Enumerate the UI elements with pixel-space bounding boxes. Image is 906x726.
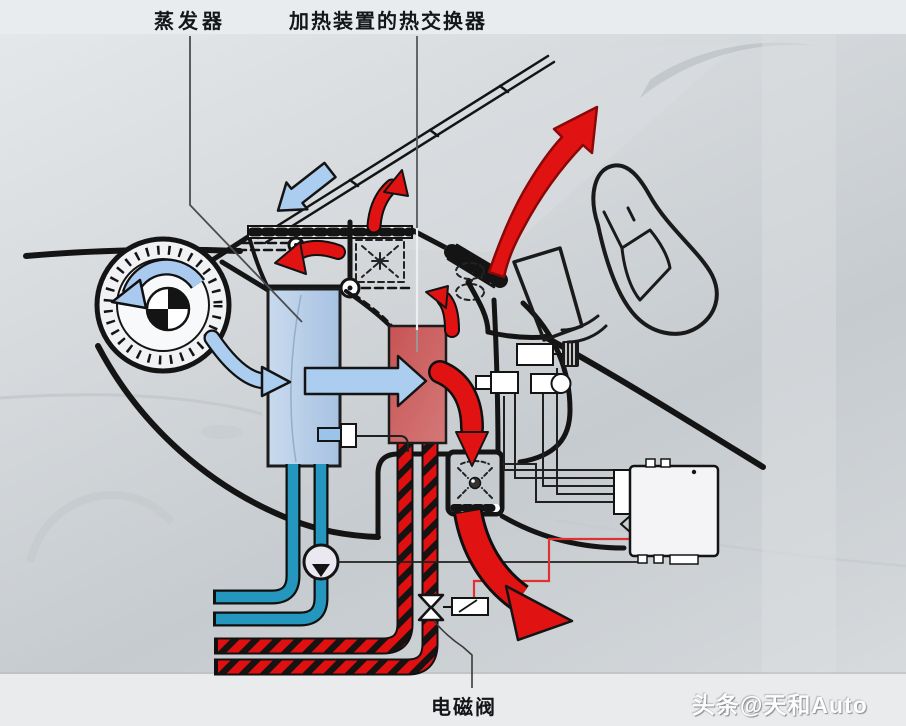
control-unit-box xyxy=(613,458,720,565)
defrost-grille xyxy=(444,243,508,289)
coolant-pipe xyxy=(216,464,327,625)
coolant-pipe xyxy=(216,464,299,603)
heater-core-label: 加热装置的热交换器 xyxy=(289,11,487,33)
solenoid-supply-wire xyxy=(472,537,633,597)
heater-down-arrow xyxy=(430,362,482,438)
footwell-flow-arrow xyxy=(456,509,528,608)
solenoid-valve-label: 电磁阀 xyxy=(431,697,497,719)
temp-sensor xyxy=(516,343,554,366)
evap-to-heater-arrow xyxy=(303,354,428,408)
defrost-arrow xyxy=(487,105,599,279)
heater-hose xyxy=(218,620,437,674)
temp-sensor xyxy=(490,371,519,394)
evap-temp-sensor xyxy=(317,427,343,442)
fresh-air-intake-arrow xyxy=(276,161,337,212)
hot-air-arrows xyxy=(274,105,599,642)
steering-wheel-outline xyxy=(512,163,719,344)
blower-fan-icon xyxy=(94,236,232,374)
hvac-case xyxy=(197,219,573,540)
heater-hoses xyxy=(214,444,439,676)
instrument-cluster xyxy=(512,246,584,342)
coolant-pipes xyxy=(213,464,329,627)
sensors xyxy=(317,341,579,448)
duct-lower-edge xyxy=(95,343,381,540)
cold-air-arrows xyxy=(203,161,428,408)
valve-actuator xyxy=(451,597,489,616)
pointer-lines xyxy=(189,36,419,352)
fan-to-evaporator-arrow xyxy=(205,331,271,388)
watermark: 头条@天和Auto xyxy=(692,692,868,718)
evaporator-label: 蒸发器 xyxy=(154,11,226,33)
wheel-arch-hint xyxy=(26,491,175,563)
floor-strip xyxy=(0,674,906,726)
water-pump-icon xyxy=(302,543,340,581)
car-roof-shadow xyxy=(640,42,815,98)
valve-pointer-line xyxy=(433,620,473,688)
evap-sensor-wire xyxy=(356,435,409,452)
heater-hose xyxy=(218,444,412,653)
evaporator-pointer-line xyxy=(189,36,303,323)
solenoid-valve-icon xyxy=(417,593,489,688)
ecu-connector xyxy=(613,469,631,515)
